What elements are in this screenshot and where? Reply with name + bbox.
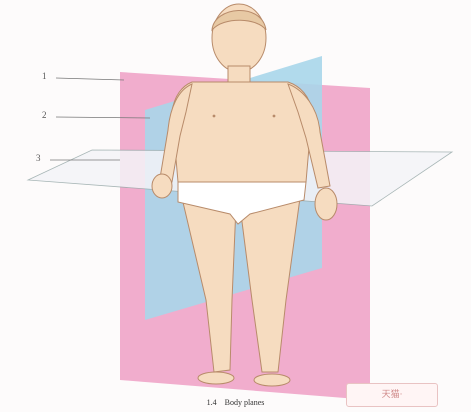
caption-number: 1.4	[207, 398, 217, 407]
label-1: 1	[42, 71, 47, 81]
nipple-right	[213, 115, 216, 118]
caption-text: Body planes	[225, 398, 265, 407]
watermark-stamp: 天猫·	[346, 383, 438, 407]
torso	[172, 82, 312, 182]
hand-left	[315, 188, 337, 220]
foot-left	[254, 374, 290, 386]
hand-right	[152, 174, 172, 198]
neck	[228, 66, 250, 82]
leader-line-1	[56, 78, 124, 80]
label-2: 2	[42, 110, 47, 120]
foot-right	[198, 372, 234, 384]
nipple-left	[273, 115, 276, 118]
label-3: 3	[36, 153, 41, 163]
